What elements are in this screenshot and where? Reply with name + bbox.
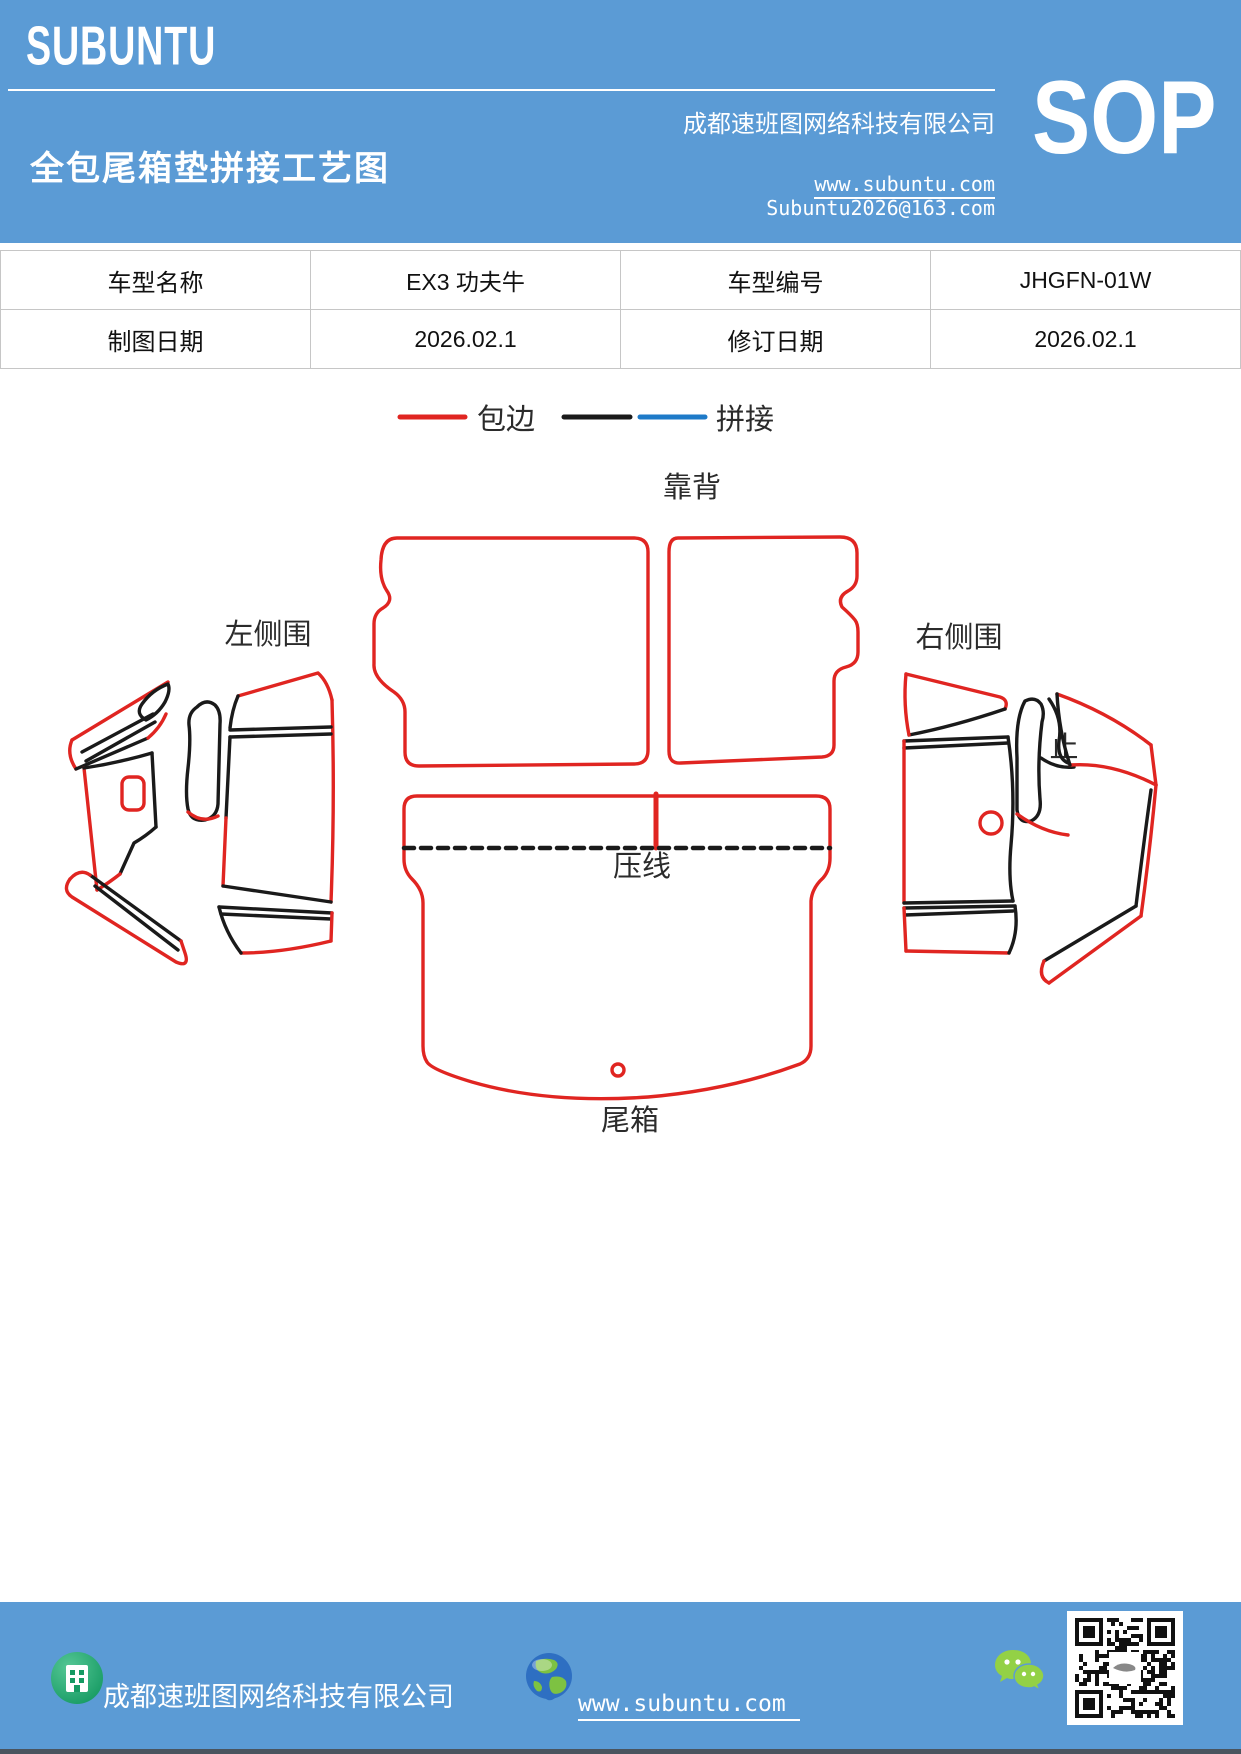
footer-website-link[interactable]: www.subuntu.com: [578, 1691, 800, 1721]
right-piece-hole: [978, 810, 1004, 836]
footer-company-name: 成都速班图网络科技有限公司: [103, 1682, 454, 1712]
page-title: 全包尾箱垫拼接工艺图: [30, 150, 390, 188]
revise-date-label: 修订日期: [620, 309, 931, 369]
trunk-hole-mark: [610, 1062, 626, 1078]
wechat-icon: [995, 1650, 1045, 1692]
header-banner: SUBUNTU 成都速班图网络科技有限公司 全包尾箱垫拼接工艺图 www.sub…: [0, 0, 1241, 243]
sop-watermark: SOP: [1032, 60, 1217, 176]
left-side-label: 左侧围: [224, 618, 311, 651]
legend: 包边 拼接: [397, 403, 774, 436]
header-divider-line: [8, 89, 995, 91]
trunk-mat-piece: [401, 791, 833, 1101]
table-row: 制图日期 2026.02.1 修订日期 2026.02.1: [0, 309, 1241, 369]
footer-bottom-strip: [0, 1749, 1241, 1754]
globe-icon: [526, 1653, 572, 1701]
backrest-right-piece: [667, 535, 860, 765]
header-email[interactable]: Subuntu2026@163.com: [766, 196, 995, 220]
legend-splice-label: 拼接: [716, 403, 774, 436]
qr-code: [1067, 1611, 1183, 1725]
legend-edge-wrap-label: 包边: [477, 403, 535, 436]
revise-date-value: 2026.02.1: [930, 309, 1241, 369]
building-icon: [51, 1652, 103, 1704]
vehicle-info-table: 车型名称 EX3 功夫牛 车型编号 JHGFN-01W 制图日期 2026.02…: [0, 250, 1241, 369]
table-row: 车型名称 EX3 功夫牛 车型编号 JHGFN-01W: [0, 250, 1241, 310]
right-side-pieces: [902, 672, 1158, 985]
draw-date-value: 2026.02.1: [310, 309, 621, 369]
press-line-label: 压线: [613, 850, 671, 883]
model-name-value: EX3 功夫牛: [310, 250, 621, 310]
model-code-label: 车型编号: [620, 250, 931, 310]
brand-logo: SUBUNTU: [26, 15, 217, 77]
left-side-pieces: [64, 671, 335, 966]
model-name-label: 车型名称: [0, 250, 311, 310]
model-code-value: JHGFN-01W: [930, 250, 1241, 310]
header-website-link[interactable]: www.subuntu.com: [0, 172, 995, 199]
backrest-left-piece: [372, 536, 650, 768]
right-side-label: 右侧围: [915, 621, 1002, 654]
header-company-name: 成都速班图网络科技有限公司: [683, 111, 995, 138]
trunk-label: 尾箱: [601, 1104, 659, 1137]
backrest-label: 靠背: [663, 471, 721, 504]
left-piece-hole: [120, 775, 146, 812]
draw-date-label: 制图日期: [0, 309, 311, 369]
